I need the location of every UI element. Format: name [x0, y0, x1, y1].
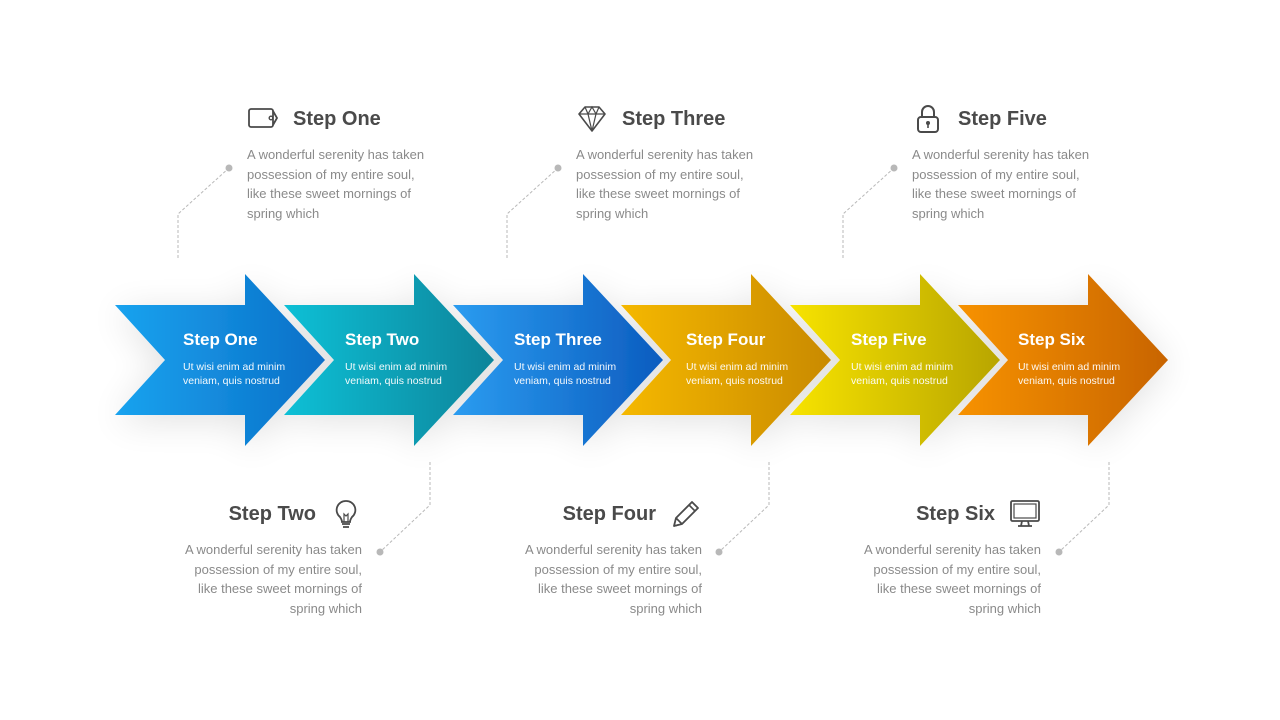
arrow-description: Ut wisi enim ad minim veniam, quis nostr… — [1018, 361, 1121, 387]
arrow-description: Ut wisi enim ad minim veniam, quis nostr… — [851, 361, 954, 387]
arrow-title: Step Four — [686, 330, 766, 349]
arrow-step-two — [284, 274, 494, 446]
connector-dot — [715, 548, 723, 556]
arrow-label-step-six: Step Six Ut wisi enim ad minim veniam, q… — [1018, 330, 1158, 388]
callout-description: A wonderful serenity has taken possessio… — [576, 147, 754, 221]
connector-dot — [376, 548, 384, 556]
connector-step-six — [1058, 462, 1110, 553]
callout-step-six: Step Six A wonderful serenity has taken … — [811, 498, 1041, 618]
arrow-label-step-two: Step Two Ut wisi enim ad minim veniam, q… — [345, 330, 485, 388]
connector-dot — [554, 164, 562, 172]
connector-step-one — [177, 167, 230, 258]
arrow-description: Ut wisi enim ad minim veniam, quis nostr… — [183, 361, 286, 387]
callout-step-two: Step Two A wonderful serenity has taken … — [132, 498, 362, 618]
callout-description: A wonderful serenity has taken possessio… — [184, 542, 362, 616]
callout-description: A wonderful serenity has taken possessio… — [863, 542, 1041, 616]
arrow-step-five — [790, 274, 1000, 446]
connector-step-four — [718, 462, 770, 553]
connector-step-three — [506, 167, 559, 258]
callout-title: Step Three — [622, 107, 726, 130]
diamond-icon — [576, 103, 608, 135]
connector-step-five — [842, 167, 895, 258]
connector-dot — [1055, 548, 1063, 556]
callout-step-three: Step Three A wonderful serenity has take… — [576, 103, 806, 223]
connector-step-two — [379, 462, 431, 553]
arrow-title: Step One — [183, 330, 258, 349]
arrow-step-one — [115, 274, 325, 446]
connector-dot — [225, 164, 233, 172]
arrow-label-step-one: Step One Ut wisi enim ad minim veniam, q… — [183, 330, 323, 388]
arrow-title: Step Six — [1018, 330, 1086, 349]
arrow-label-step-three: Step Three Ut wisi enim ad minim veniam,… — [514, 330, 654, 388]
arrow-title: Step Five — [851, 330, 927, 349]
callout-title: Step Two — [228, 502, 316, 525]
monitor-icon — [1009, 498, 1041, 530]
arrow-step-six — [958, 274, 1168, 446]
padlock-icon — [912, 103, 944, 135]
arrow-description: Ut wisi enim ad minim veniam, quis nostr… — [514, 361, 617, 387]
callout-description: A wonderful serenity has taken possessio… — [524, 542, 702, 616]
connector-dot — [890, 164, 898, 172]
callout-title: Step Four — [562, 502, 656, 525]
callout-description: A wonderful serenity has taken possessio… — [912, 147, 1090, 221]
tag-icon — [247, 103, 279, 135]
lightbulb-icon — [330, 498, 362, 530]
callout-title: Step One — [293, 107, 381, 130]
callout-title: Step Five — [958, 107, 1047, 130]
callout-step-one: Step One A wonderful serenity has taken … — [247, 103, 477, 223]
callout-description: A wonderful serenity has taken possessio… — [247, 147, 425, 221]
arrow-description: Ut wisi enim ad minim veniam, quis nostr… — [686, 361, 789, 387]
callout-step-four: Step Four A wonderful serenity has taken… — [472, 498, 702, 618]
arrow-title: Step Two — [345, 330, 420, 349]
arrow-label-step-five: Step Five Ut wisi enim ad minim veniam, … — [851, 330, 991, 388]
arrow-step-three — [453, 274, 663, 446]
arrow-label-step-four: Step Four Ut wisi enim ad minim veniam, … — [686, 330, 826, 388]
callout-step-five: Step Five A wonderful serenity has taken… — [912, 103, 1142, 223]
pencil-icon — [670, 498, 702, 530]
callout-title: Step Six — [916, 502, 995, 525]
arrow-step-four — [621, 274, 831, 446]
arrow-title: Step Three — [514, 330, 602, 349]
arrow-description: Ut wisi enim ad minim veniam, quis nostr… — [345, 361, 448, 387]
